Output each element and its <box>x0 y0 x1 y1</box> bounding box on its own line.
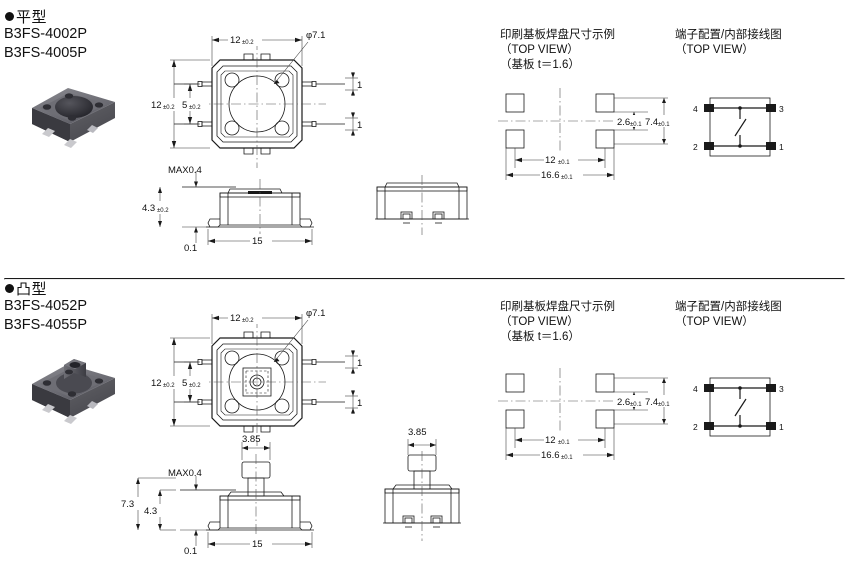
dim-inner: 5 <box>182 100 187 111</box>
flat-pcb-pad-drawing: 2.6 ±0.1 7.4 ±0.1 12 ±0.1 <box>498 88 673 181</box>
dim-height: 12 <box>151 100 162 111</box>
pcb-title-line3: （基板 t＝1.6） <box>500 331 580 343</box>
terminal-pin-1: 1 <box>779 142 784 152</box>
terminal-pin-2: 2 <box>693 142 698 152</box>
pcb-title-line3: （基板 t＝1.6） <box>500 59 580 71</box>
dim-width: 12 <box>230 313 241 324</box>
dim-inner: 5 <box>182 378 187 389</box>
label-max-04: MAX0.4 <box>168 165 202 176</box>
projected-terminal-diagram: 4 3 2 1 <box>680 372 810 447</box>
dim-lead-span: 15 <box>252 539 263 550</box>
dim-height-tol: ±0.2 <box>163 383 175 389</box>
projected-pcb-pad-drawing: 2.6 ±0.1 7.4 ±0.1 12 ±0.1 <box>498 368 673 461</box>
type-label: 平型 <box>16 9 48 26</box>
dim-pad-overall-x-tol: ±0.1 <box>561 175 573 181</box>
terminal-pin-1: 1 <box>779 422 784 432</box>
pcb-layout-title: 印刷基板焊盘尺寸示例 （TOP VIEW） （基板 t＝1.6） <box>500 300 615 345</box>
dim-lead-gap-top: 1 <box>357 80 362 91</box>
dim-pad-pitch-outer: 7.4 <box>645 117 658 128</box>
dim-height-tol: ±0.2 <box>163 105 175 111</box>
terminal-pin-3: 3 <box>779 384 784 394</box>
terminal-pin-2: 2 <box>693 422 698 432</box>
projected-top-view-drawing: 12 ±0.2 12 ±0.2 5 ±0.2 <box>140 300 370 450</box>
dim-inner-tol: ±0.2 <box>189 105 201 111</box>
dim-pad-pitch-outer-tol: ±0.1 <box>658 402 670 408</box>
flat-front-view-drawing <box>363 165 493 245</box>
projected-side-view-drawing: 3.85 MAX0.4 7.3 <box>118 434 373 559</box>
type-label: 凸型 <box>16 281 48 298</box>
bullet-icon <box>5 12 14 21</box>
dim-width-tol: ±0.2 <box>242 40 254 46</box>
pcb-title-line1: 印刷基板焊盘尺寸示例 <box>500 301 615 313</box>
dim-height: 12 <box>151 378 162 389</box>
tactile-switch-projected-photo <box>18 334 138 429</box>
dim-plunger-width: 3.85 <box>408 427 427 438</box>
bullet-icon <box>5 284 14 293</box>
dim-body-height: 4.3 <box>142 203 155 214</box>
dim-pad-pitch-x: 12 <box>545 435 556 446</box>
section-projected-type: 凸型 B3FS-4052P B3FS-4055P <box>0 272 849 565</box>
dim-lead-gap-bottom: 1 <box>357 120 362 131</box>
dim-pad-pitch-inner-tol: ±0.1 <box>630 122 642 128</box>
dim-total-height: 7.3 <box>121 499 134 510</box>
dim-pad-pitch-x-tol: ±0.1 <box>558 440 570 446</box>
dim-standoff: 0.1 <box>184 243 197 254</box>
dim-body-height-tol: ±0.2 <box>157 208 169 214</box>
section-divider <box>4 278 845 280</box>
model-name-1: B3FS-4002P <box>4 26 88 42</box>
pcb-layout-title: 印刷基板焊盘尺寸示例 （TOP VIEW） （基板 t＝1.6） <box>500 28 615 73</box>
dim-pad-overall-x-tol: ±0.1 <box>561 455 573 461</box>
terminal-title-line2: （TOP VIEW） <box>675 44 754 56</box>
dim-standoff: 0.1 <box>184 546 197 557</box>
tactile-switch-flat-photo <box>18 62 138 152</box>
dim-pad-pitch-inner-tol: ±0.1 <box>630 402 642 408</box>
dim-lead-span: 15 <box>252 236 263 247</box>
dim-pad-pitch-x: 12 <box>545 155 556 166</box>
label-max-04: MAX0.4 <box>168 468 202 479</box>
section-heading-flat: 平型 <box>5 6 47 27</box>
terminal-diagram-title: 端子配置/内部接线图 （TOP VIEW） <box>675 300 782 330</box>
terminal-pin-4: 4 <box>693 384 698 394</box>
model-name-2: B3FS-4055P <box>4 317 88 333</box>
dim-pad-overall-x: 16.6 <box>541 170 560 181</box>
dim-pad-overall-x: 16.6 <box>541 450 560 461</box>
terminal-diagram-title: 端子配置/内部接线图 （TOP VIEW） <box>675 28 782 58</box>
dim-body-height: 4.3 <box>144 506 157 517</box>
section-heading-projected: 凸型 <box>5 278 47 299</box>
flat-top-view-drawing: 12 ±0.2 12 ±0.2 5 ±0.2 <box>140 22 370 172</box>
dim-width-tol: ±0.2 <box>242 318 254 324</box>
dim-button-diameter: φ7.1 <box>306 30 325 41</box>
dim-inner-tol: ±0.2 <box>189 383 201 389</box>
terminal-pin-4: 4 <box>693 104 698 114</box>
terminal-title-line1: 端子配置/内部接线图 <box>675 29 782 41</box>
dim-pad-pitch-x-tol: ±0.1 <box>558 160 570 166</box>
model-name-2: B3FS-4005P <box>4 45 88 61</box>
dim-pad-pitch-outer: 7.4 <box>645 397 658 408</box>
dim-width: 12 <box>230 35 241 46</box>
dim-lead-gap-top: 1 <box>357 358 362 369</box>
flat-terminal-diagram: 4 3 2 1 <box>680 92 810 167</box>
dim-pad-pitch-inner: 2.6 <box>617 117 630 128</box>
terminal-title-line1: 端子配置/内部接线图 <box>675 301 782 313</box>
projected-front-view-drawing: 3.85 <box>363 427 493 557</box>
pcb-title-line2: （TOP VIEW） <box>500 316 579 328</box>
flat-side-view-drawing: MAX0.4 4.3 ±0.2 0.1 1 <box>140 165 370 255</box>
terminal-title-line2: （TOP VIEW） <box>675 316 754 328</box>
dim-button-diameter: φ7.1 <box>306 308 325 319</box>
pcb-title-line1: 印刷基板焊盘尺寸示例 <box>500 29 615 41</box>
section-flat-type: 平型 B3FS-4002P B3FS-4005P <box>0 0 849 268</box>
dim-plunger-width: 3.85 <box>242 434 261 445</box>
terminal-pin-3: 3 <box>779 104 784 114</box>
dim-lead-gap-bottom: 1 <box>357 398 362 409</box>
pcb-title-line2: （TOP VIEW） <box>500 44 579 56</box>
dim-pad-pitch-outer-tol: ±0.1 <box>658 122 670 128</box>
model-name-1: B3FS-4052P <box>4 298 88 314</box>
dim-pad-pitch-inner: 2.6 <box>617 397 630 408</box>
